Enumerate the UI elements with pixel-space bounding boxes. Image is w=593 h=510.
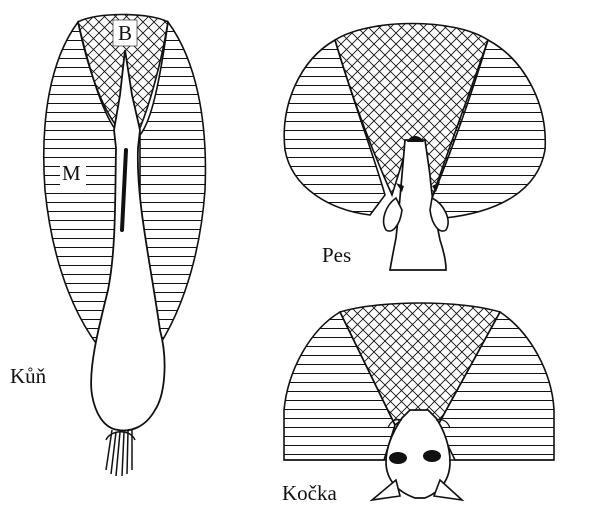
horse-binocular-label: B: [118, 21, 132, 45]
horse-label: Kůň: [10, 364, 47, 388]
cat-eye-left: [389, 452, 407, 464]
horse-tail: [106, 430, 135, 476]
dog-label: Pes: [322, 243, 351, 267]
horse-figure: B M Kůň: [10, 15, 205, 477]
dog-figure: Pes: [284, 24, 545, 271]
cat-label: Kočka: [282, 481, 337, 505]
cat-ear-right: [434, 480, 462, 500]
horse-monocular-label: M: [62, 161, 81, 185]
cat-eye-right: [423, 450, 441, 462]
cat-ear-left: [372, 480, 400, 500]
cat-figure: Kočka: [282, 303, 554, 505]
